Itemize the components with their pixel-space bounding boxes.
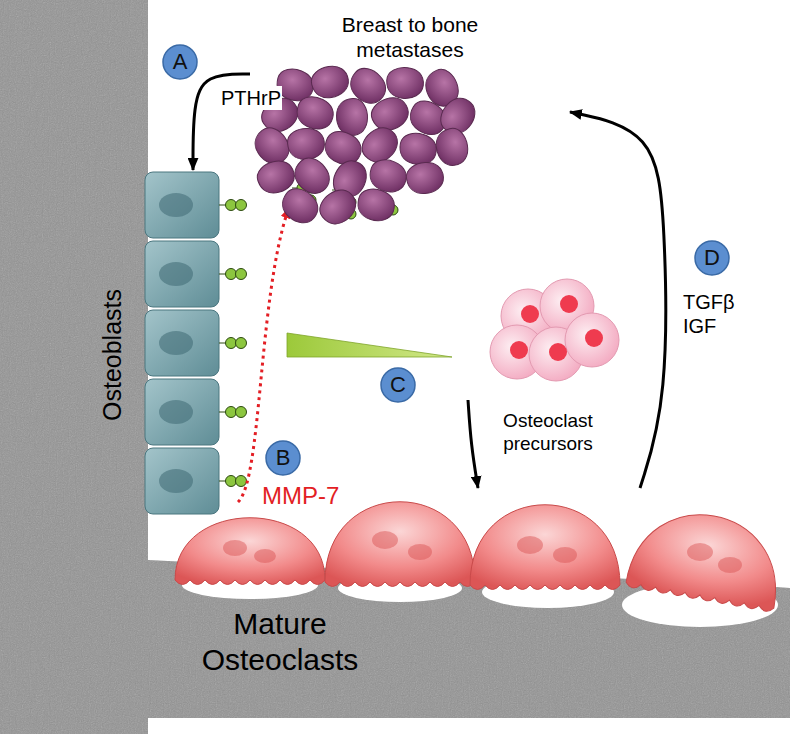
rankl-receptor	[219, 200, 247, 487]
tumour-cluster: Breast to bone metastases	[250, 12, 570, 227]
cell-label: Breast to bone metastases	[325, 12, 495, 62]
callout-letter: B	[265, 440, 301, 476]
signal-label: TGFβ IGF	[682, 290, 744, 338]
rankl-gradient	[287, 333, 452, 357]
step-circle: C	[380, 367, 416, 403]
signal-arrow	[570, 112, 666, 488]
circle-shape	[266, 441, 300, 475]
step-circle: D	[694, 240, 730, 276]
osteoclast-group: Mature Osteoclasts	[170, 488, 785, 713]
cell-label: Osteoclast precursors	[478, 410, 618, 456]
circle-shape	[381, 368, 415, 402]
circle-shape	[695, 241, 729, 275]
metastasis-cells	[248, 61, 480, 231]
precursor-cluster: Osteoclast precursors	[468, 285, 628, 465]
step-circle: A	[162, 44, 198, 80]
cell-label: Osteoblasts	[97, 289, 127, 421]
step-circle: B	[265, 440, 301, 476]
callout-letter: D	[694, 240, 730, 276]
osteoblast-layer: Osteoblasts	[95, 170, 245, 525]
cell-label: Mature Osteoclasts	[180, 606, 380, 678]
callout-letter: C	[380, 367, 416, 403]
enzyme-label: MMP-7	[262, 482, 339, 511]
callout-letter: A	[162, 44, 198, 80]
osteoclast-precursor-cells	[490, 279, 619, 381]
osteoblast-cells	[145, 172, 219, 514]
signal-label: PTHrP	[220, 86, 282, 110]
signal-arrow	[468, 400, 478, 488]
circle-shape	[163, 45, 197, 79]
mature-osteoclast-cells	[175, 502, 788, 613]
